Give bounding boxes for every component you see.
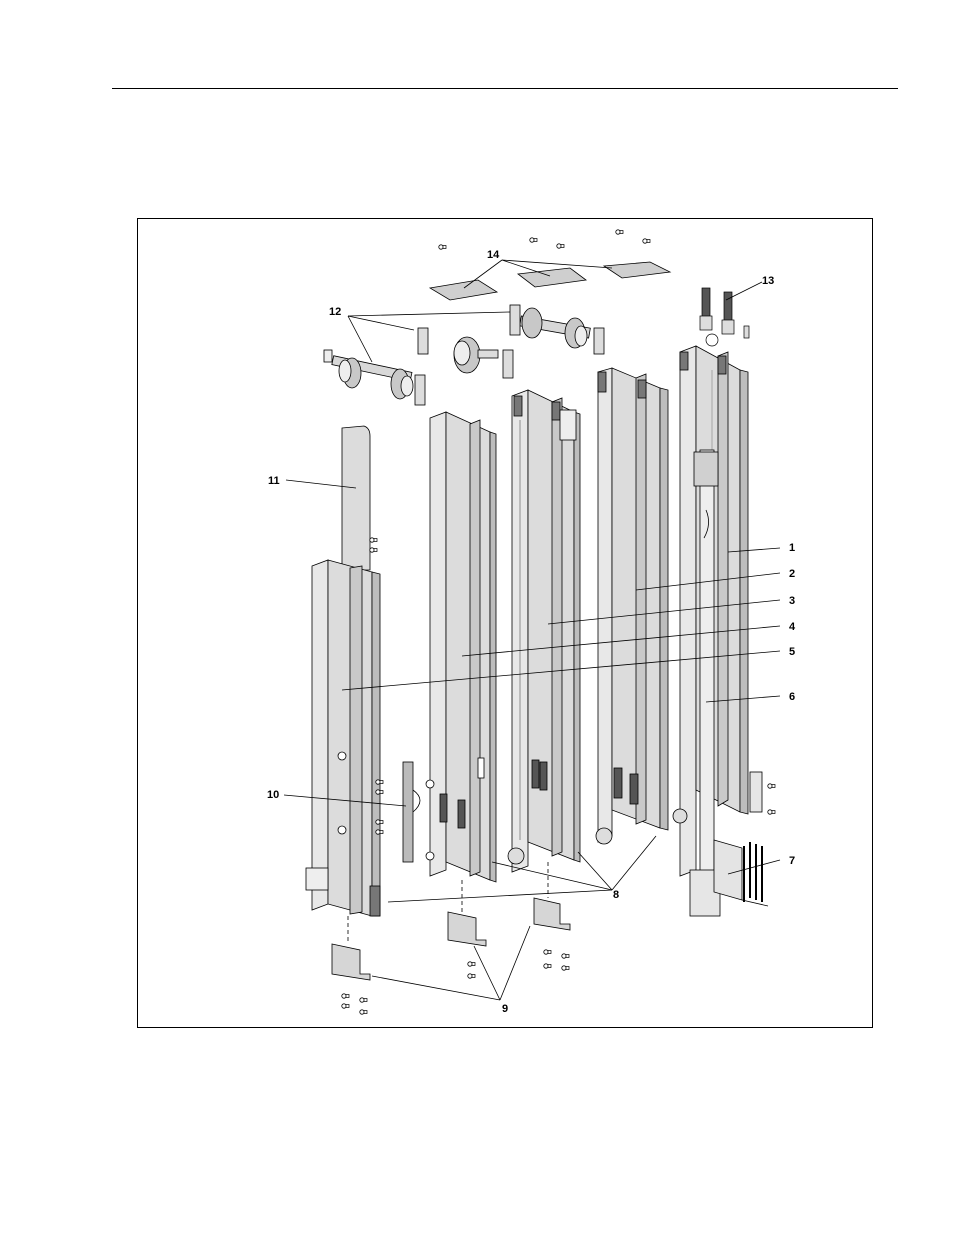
cable-connectors — [700, 288, 749, 346]
callout-13: 13 — [762, 275, 774, 287]
callout-3: 3 — [789, 595, 795, 607]
callout-1: 1 — [789, 542, 795, 554]
callout-9: 9 — [502, 1003, 508, 1015]
mast-section-5 — [306, 560, 383, 916]
side-bracket — [750, 772, 775, 814]
top-plates — [430, 230, 670, 300]
callout-5: 5 — [789, 646, 795, 658]
callout-6: 6 — [789, 691, 795, 703]
callout-11: 11 — [268, 475, 280, 487]
callout-10: 10 — [267, 789, 279, 801]
mast-section-2 — [596, 368, 687, 844]
callout-7: 7 — [789, 855, 795, 867]
mast-section-3 — [508, 390, 580, 872]
callout-12: 12 — [329, 306, 341, 318]
callout-8: 8 — [613, 889, 619, 901]
bracket-7 — [714, 840, 768, 906]
mast-section-4 — [430, 412, 496, 882]
handle-10 — [403, 762, 434, 862]
extension-plate-11 — [342, 426, 377, 570]
callout-4: 4 — [789, 621, 796, 633]
callout-14: 14 — [487, 249, 500, 261]
callout-2: 2 — [789, 568, 795, 580]
